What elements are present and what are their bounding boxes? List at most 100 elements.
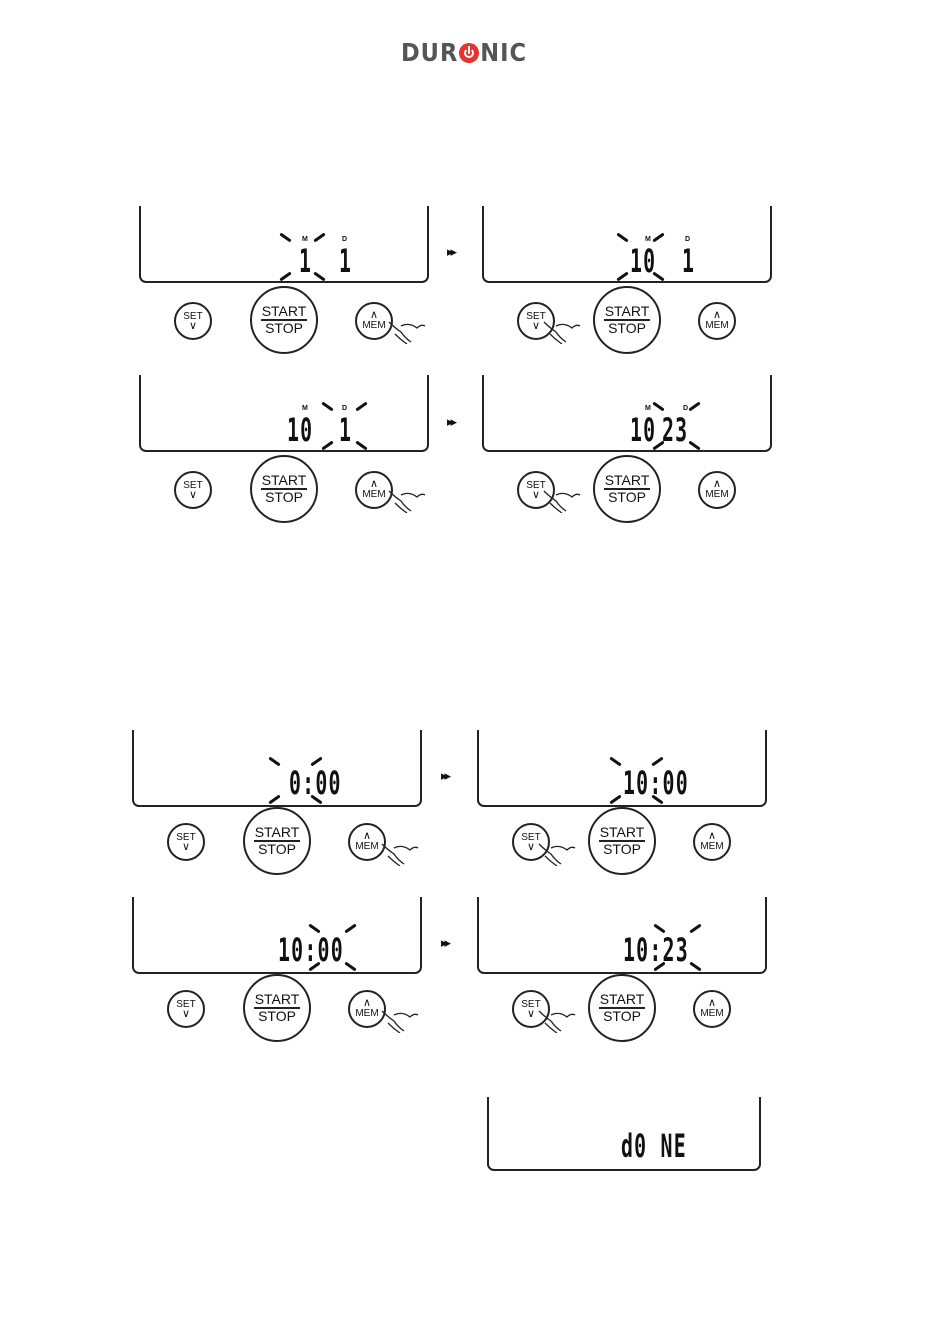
pointing-hand-icon xyxy=(542,487,582,513)
flash-mark xyxy=(268,757,280,767)
start-stop-button[interactable]: START STOP xyxy=(243,974,311,1042)
lcd-screen: M D 1 1 xyxy=(139,206,429,283)
mem-button[interactable]: ∧ MEM xyxy=(698,302,736,340)
stop-label: STOP xyxy=(603,842,641,857)
lcd-screen: 0:00 xyxy=(132,730,422,807)
pointing-hand-icon xyxy=(542,318,582,344)
chevron-down-icon: ∨ xyxy=(527,1010,535,1019)
time-step-4: 10:23 SET ∨ START STOP ∧ MEM xyxy=(477,897,767,1049)
flash-mark xyxy=(344,924,356,934)
chevron-down-icon: ∨ xyxy=(182,1010,190,1019)
flash-mark xyxy=(321,402,333,412)
mem-button[interactable]: ∧ MEM xyxy=(693,990,731,1028)
set-button[interactable]: SET ∨ xyxy=(167,990,205,1028)
start-stop-button[interactable]: START STOP xyxy=(250,286,318,354)
mem-label: MEM xyxy=(362,489,385,500)
mem-label: MEM xyxy=(355,841,378,852)
stop-label: STOP xyxy=(258,1009,296,1024)
time-digits: 10:00 xyxy=(278,931,344,969)
day-digits: 1 xyxy=(682,242,695,280)
flash-mark xyxy=(279,272,291,282)
chevron-up-icon: ∧ xyxy=(370,311,378,320)
next-arrow: ▸▸ xyxy=(447,414,454,430)
flash-mark xyxy=(616,233,628,243)
start-stop-button[interactable]: START STOP xyxy=(593,286,661,354)
start-stop-button[interactable]: START STOP xyxy=(593,455,661,523)
time-digits: 10:23 xyxy=(623,931,689,969)
start-label: START xyxy=(261,473,308,490)
pointing-hand-icon xyxy=(537,1007,577,1033)
month-digits: 10 xyxy=(630,411,656,449)
lcd-screen: 10:00 xyxy=(132,897,422,974)
flash-mark xyxy=(355,441,367,451)
mem-button[interactable]: ∧ MEM xyxy=(698,471,736,509)
flash-mark xyxy=(313,272,325,282)
done-screen: d0 NE xyxy=(487,1097,761,1171)
chevron-up-icon: ∧ xyxy=(713,311,721,320)
pointing-hand-icon xyxy=(380,840,420,866)
day-digits: 1 xyxy=(339,242,352,280)
date-step-1: M D 1 1 SET ∨ START STOP ∧ MEM xyxy=(139,206,429,358)
start-label: START xyxy=(599,825,646,842)
flash-mark xyxy=(688,441,700,451)
flash-mark xyxy=(689,962,701,972)
start-label: START xyxy=(254,992,301,1009)
power-icon xyxy=(459,43,479,63)
day-digits: 23 xyxy=(662,411,688,449)
start-stop-button[interactable]: START STOP xyxy=(243,807,311,875)
mem-label: MEM xyxy=(705,320,728,331)
flash-mark xyxy=(321,441,333,451)
day-digits: 1 xyxy=(339,411,352,449)
chevron-down-icon: ∨ xyxy=(182,843,190,852)
stop-label: STOP xyxy=(258,842,296,857)
start-stop-button[interactable]: START STOP xyxy=(250,455,318,523)
stop-label: STOP xyxy=(608,321,646,336)
lcd-screen: 10:23 xyxy=(477,897,767,974)
chevron-up-icon: ∧ xyxy=(708,832,716,841)
next-arrow: ▸▸ xyxy=(441,935,448,951)
mem-label: MEM xyxy=(362,320,385,331)
duronic-logo: DUR NIC xyxy=(401,38,527,67)
chevron-up-icon: ∧ xyxy=(363,832,371,841)
chevron-down-icon: ∨ xyxy=(189,322,197,331)
pointing-hand-icon xyxy=(537,840,577,866)
set-button[interactable]: SET ∨ xyxy=(174,302,212,340)
chevron-down-icon: ∨ xyxy=(189,491,197,500)
mem-label: MEM xyxy=(705,489,728,500)
month-digits: 10 xyxy=(287,411,313,449)
stop-label: STOP xyxy=(265,321,303,336)
next-arrow: ▸▸ xyxy=(441,768,448,784)
lcd-screen: M D 10 1 xyxy=(139,375,429,452)
chevron-up-icon: ∧ xyxy=(370,480,378,489)
chevron-up-icon: ∧ xyxy=(708,999,716,1008)
logo-text-left: DUR xyxy=(401,38,458,67)
stop-label: STOP xyxy=(603,1009,641,1024)
start-label: START xyxy=(261,304,308,321)
set-button[interactable]: SET ∨ xyxy=(167,823,205,861)
month-digits: 1 xyxy=(299,242,312,280)
chevron-up-icon: ∧ xyxy=(713,480,721,489)
stop-label: STOP xyxy=(265,490,303,505)
start-stop-button[interactable]: START STOP xyxy=(588,807,656,875)
mem-button[interactable]: ∧ MEM xyxy=(693,823,731,861)
logo-text-right: NIC xyxy=(480,38,527,67)
flash-mark xyxy=(279,233,291,243)
pointing-hand-icon xyxy=(380,1007,420,1033)
lcd-screen: 10:00 xyxy=(477,730,767,807)
lcd-screen: M D 10 23 xyxy=(482,375,772,452)
date-step-2: M D 10 1 SET ∨ START STOP ∧ MEM xyxy=(482,206,772,358)
chevron-down-icon: ∨ xyxy=(532,491,540,500)
flash-mark xyxy=(689,924,701,934)
time-step-3: 10:00 SET ∨ START STOP ∧ MEM xyxy=(132,897,422,1049)
pointing-hand-icon xyxy=(387,487,427,513)
mem-label: MEM xyxy=(700,841,723,852)
flash-mark xyxy=(313,233,325,243)
start-label: START xyxy=(604,304,651,321)
mem-label: MEM xyxy=(355,1008,378,1019)
set-button[interactable]: SET ∨ xyxy=(174,471,212,509)
flash-mark xyxy=(344,962,356,972)
stop-label: STOP xyxy=(608,490,646,505)
start-stop-button[interactable]: START STOP xyxy=(588,974,656,1042)
flash-mark xyxy=(652,402,664,412)
flash-mark xyxy=(609,795,621,805)
